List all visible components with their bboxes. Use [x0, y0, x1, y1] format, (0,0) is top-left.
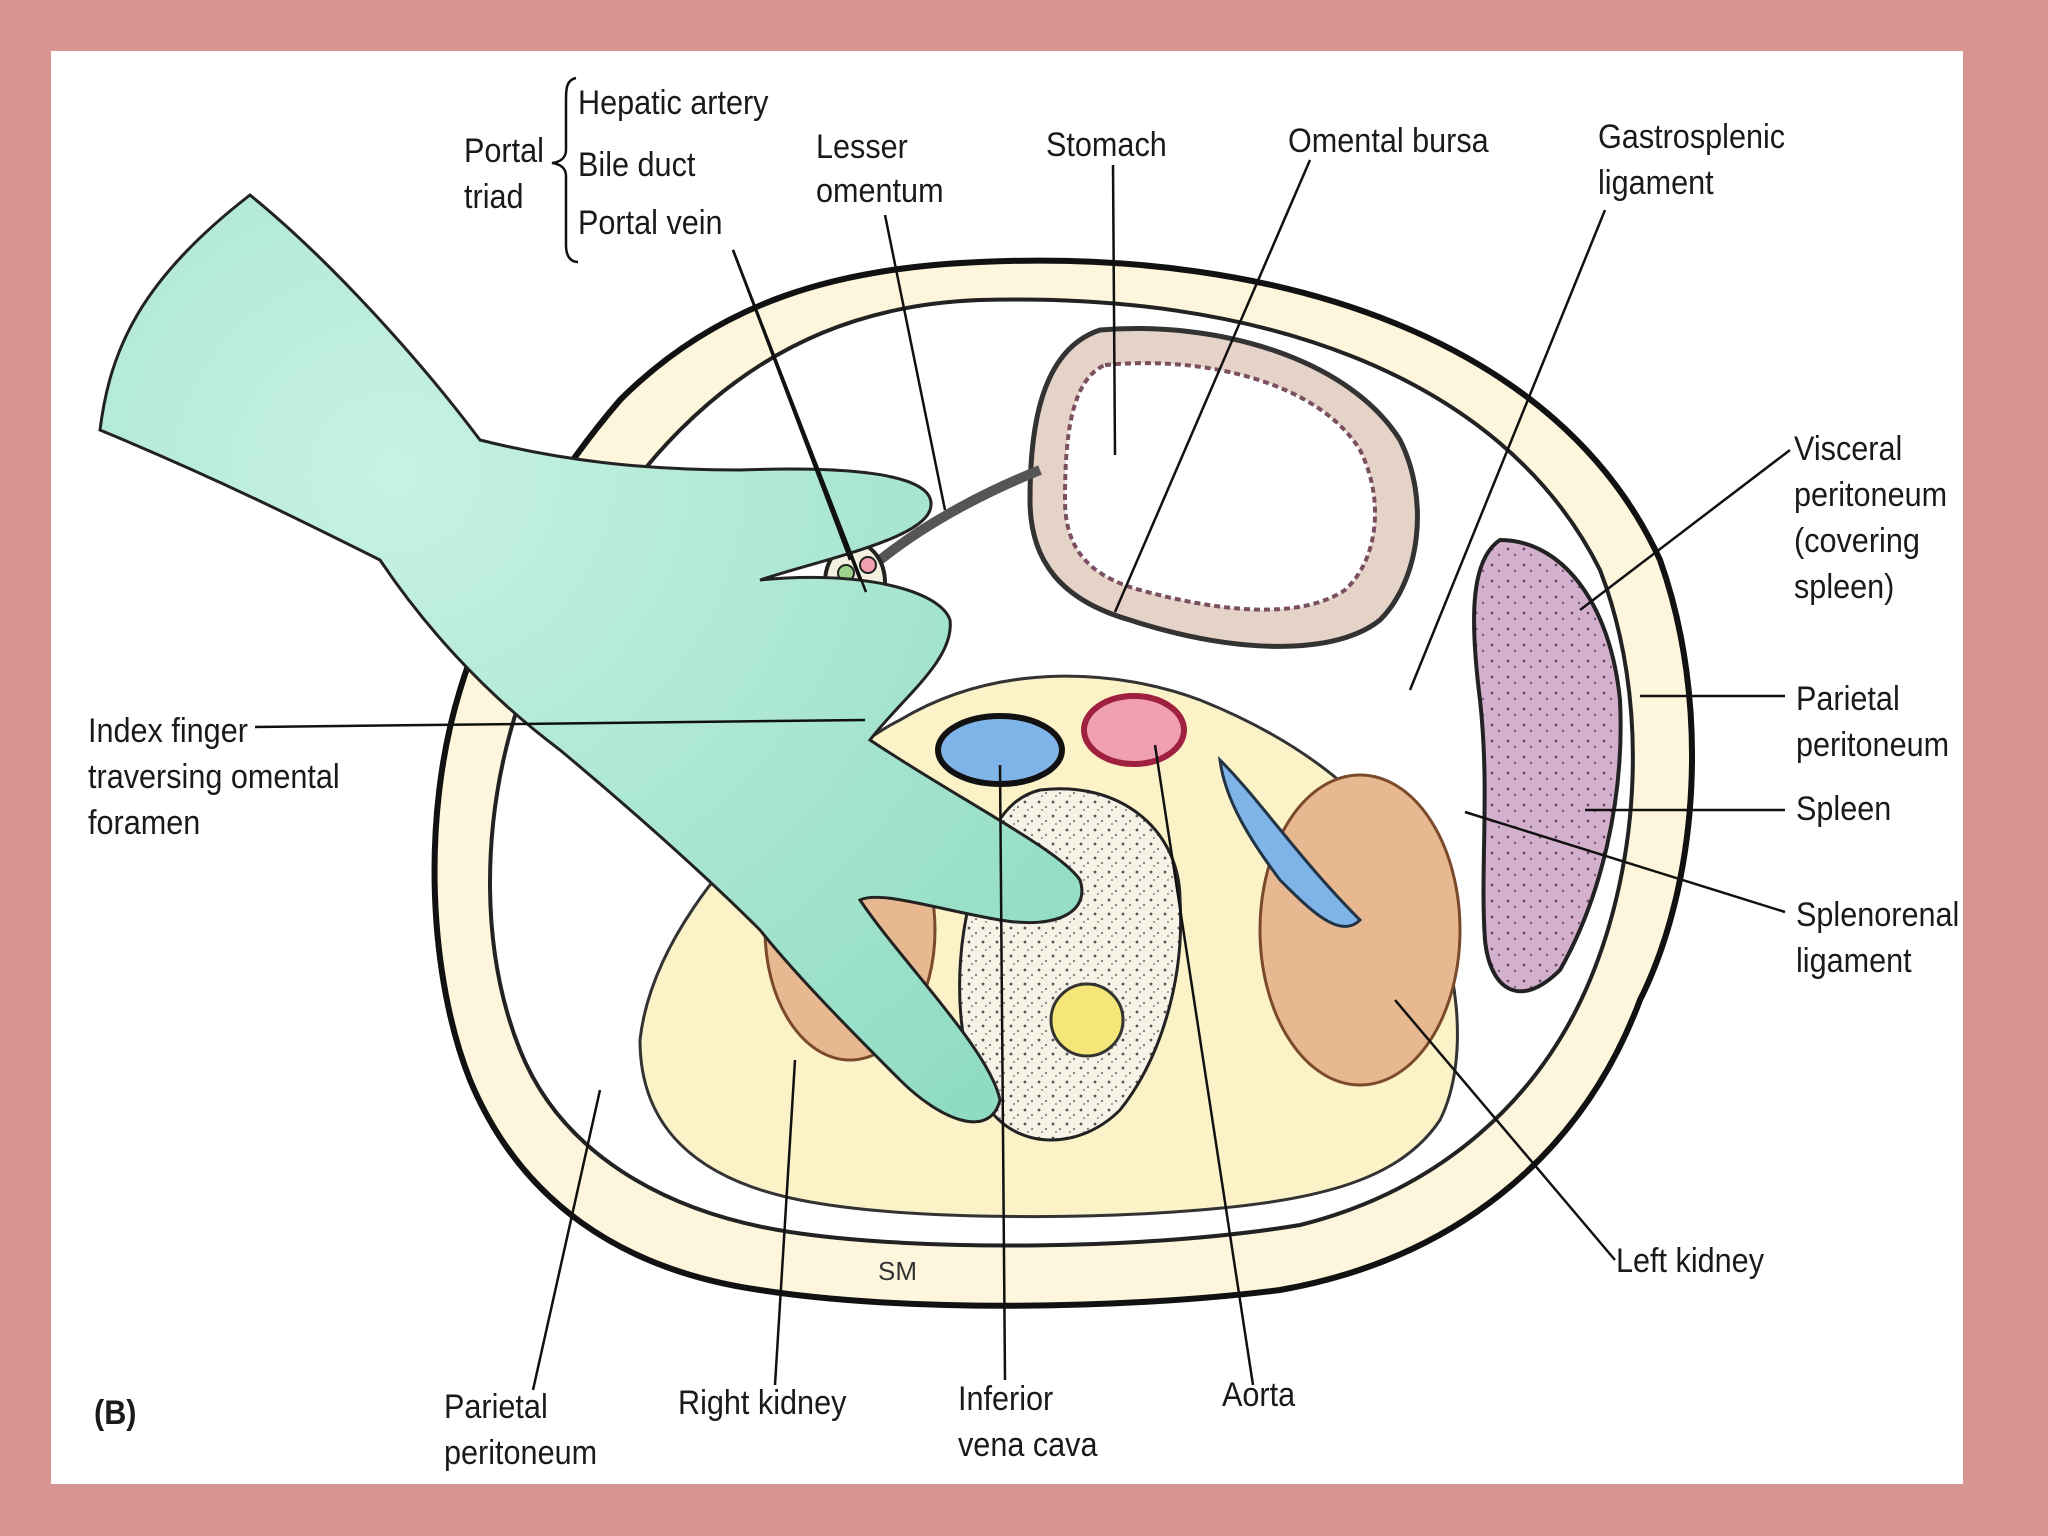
signature-mark: SM [878, 1256, 917, 1286]
leader-portal-vein-c [731, 249, 868, 593]
label-parietal-right-1: Parietal [1796, 680, 1900, 718]
leader-lesser-omentum [883, 214, 947, 511]
label-portal-triad-2: triad [464, 178, 524, 216]
label-index-finger-2: traversing omental [88, 758, 340, 796]
label-bile-duct: Bile duct [578, 146, 696, 184]
label-visceral-1: Visceral [1794, 430, 1903, 468]
label-parietal-right-2: peritoneum [1796, 726, 1950, 764]
label-index-finger-1: Index finger [88, 712, 248, 750]
aorta-shape [1081, 693, 1187, 767]
leader-left-kidney [1394, 999, 1616, 1261]
panel-letter: (B) [94, 1394, 137, 1432]
spinal-cord [1049, 982, 1125, 1058]
label-portal-triad-1: Portal [464, 132, 544, 170]
left-kidney-shape [1258, 773, 1462, 1087]
label-visceral-4: spleen) [1794, 568, 1895, 606]
leader-right-kidney [773, 1059, 797, 1386]
label-gastrosplenic-1: Gastrosplenic [1598, 118, 1786, 156]
leader-stomach [1111, 164, 1117, 456]
leader-visceral [1579, 449, 1791, 611]
hepatic-artery-circle [859, 556, 877, 574]
label-visceral-3: (covering [1794, 522, 1920, 560]
label-ivc-1: Inferior [958, 1380, 1054, 1418]
spleen-shape [1472, 537, 1623, 994]
leader-ivc [998, 764, 1007, 1381]
label-right-kidney: Right kidney [678, 1384, 847, 1422]
label-parietal-bottom-1: Parietal [444, 1388, 548, 1426]
label-index-finger-3: foramen [88, 804, 201, 842]
portal-triad-brace [551, 76, 579, 264]
label-spleen: Spleen [1796, 790, 1892, 828]
leader-gastrosplenic [1408, 209, 1607, 691]
label-ivc-2: vena cava [958, 1426, 1098, 1464]
leader-omental-bursa [1113, 159, 1312, 613]
label-splenorenal-2: ligament [1796, 942, 1912, 980]
label-visceral-2: peritoneum [1794, 476, 1948, 514]
label-splenorenal-1: Splenorenal [1796, 896, 1960, 934]
leader-splenorenal [1464, 810, 1786, 914]
label-left-kidney: Left kidney [1616, 1242, 1765, 1280]
hand-illustration [98, 193, 1084, 1124]
left-renal-pelvis [1217, 755, 1363, 928]
label-parietal-bottom-2: peritoneum [444, 1434, 598, 1472]
leader-index-finger [254, 718, 866, 729]
leader-aorta [1153, 744, 1255, 1386]
label-lesser-omentum-1: Lesser [816, 128, 908, 166]
label-stomach: Stomach [1046, 126, 1167, 164]
label-aorta: Aorta [1222, 1376, 1296, 1414]
label-gastrosplenic-2: ligament [1598, 164, 1714, 202]
leader-lines [254, 76, 1791, 1391]
label-hepatic-artery: Hepatic artery [578, 84, 769, 122]
label-omental-bursa: Omental bursa [1288, 122, 1489, 160]
label-portal-vein: Portal vein [578, 204, 723, 242]
leader-parietal-bottom [531, 1089, 602, 1391]
lesser-omentum-band [876, 465, 1042, 564]
label-lesser-omentum-2: omentum [816, 172, 944, 210]
